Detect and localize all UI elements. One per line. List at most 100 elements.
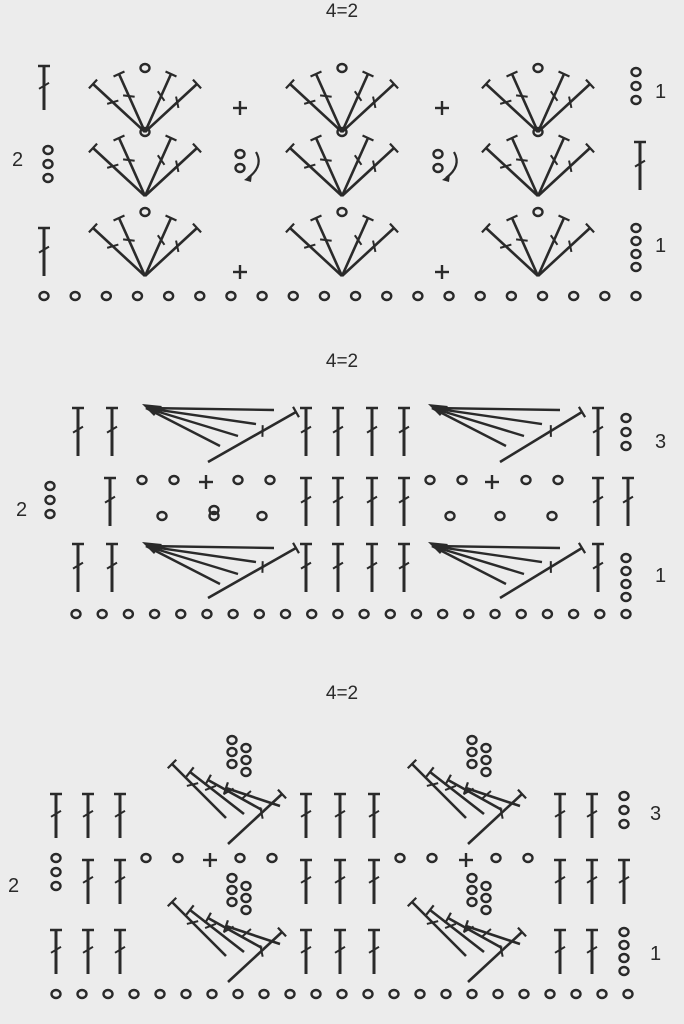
chain-stitch-icon: [240, 904, 252, 916]
chain-stitch-icon: [70, 608, 82, 620]
turn-arrow-icon: [445, 151, 458, 179]
chain-stitch-icon: [50, 880, 62, 892]
slanted-double-crochet-icon: [207, 542, 300, 600]
fan-base-icon: [142, 404, 162, 416]
chain-stitch-icon: [594, 608, 606, 620]
chain-stitch-icon: [287, 290, 299, 302]
double-crochet-icon: [300, 476, 312, 526]
slanted-double-crochet-icon: [88, 222, 146, 277]
slanted-double-crochet-icon: [506, 214, 540, 277]
double-crochet-icon: [366, 542, 378, 592]
chain-stitch-icon: [253, 608, 266, 620]
chain-stitch-icon: [505, 290, 518, 302]
chain-stitch-icon: [490, 852, 502, 864]
double-crochet-icon: [332, 406, 344, 456]
chain-stitch-icon: [206, 988, 218, 1000]
chain-stitch-icon: [100, 290, 113, 302]
double-crochet-icon: [618, 858, 630, 904]
chain-stitch-icon: [156, 510, 168, 522]
chain-stitch-icon: [226, 872, 238, 884]
chain-stitch-icon: [358, 608, 370, 620]
chain-stitch-icon: [480, 754, 492, 766]
chain-stitch-icon: [180, 988, 192, 1000]
chain-stitch-icon: [139, 206, 151, 218]
double-crochet-icon: [368, 858, 380, 904]
chain-stitch-icon: [384, 608, 396, 620]
diagram-3-row-label-right-top: 3: [650, 803, 662, 825]
chain-stitch-icon: [226, 746, 238, 758]
diagram-1-row-label-right-bottom: 1: [655, 235, 667, 257]
slanted-double-crochet-icon: [341, 78, 399, 133]
double-crochet-icon: [334, 858, 346, 904]
double-crochet-icon: [82, 792, 94, 838]
chain-stitch-icon: [42, 172, 54, 184]
slanted-double-crochet-icon: [340, 134, 374, 197]
slanted-double-crochet-icon: [310, 70, 344, 133]
chain-stitch-icon: [522, 852, 534, 864]
chain-stitch-icon: [630, 66, 642, 78]
chain-stitch-icon: [362, 988, 374, 1000]
chain-stitch-icon: [318, 290, 331, 302]
slanted-double-crochet-icon: [537, 78, 595, 133]
double-crochet-icon: [398, 542, 410, 592]
double-crochet-icon: [104, 476, 116, 526]
double-crochet-icon: [622, 476, 634, 526]
chain-stitch-icon: [332, 608, 344, 620]
diagram-1: 4=2 1 2 1: [0, 0, 684, 310]
chain-stitch-icon: [336, 206, 348, 218]
slanted-double-crochet-icon: [425, 904, 485, 954]
single-crochet-icon: [199, 475, 213, 489]
double-crochet-icon: [114, 792, 126, 838]
double-crochet-icon: [72, 542, 84, 592]
slanted-double-crochet-icon: [406, 896, 467, 957]
chain-stitch-icon: [168, 474, 180, 486]
chain-stitch-icon: [148, 608, 161, 620]
chain-stitch-icon: [162, 290, 175, 302]
double-crochet-icon: [368, 792, 380, 838]
double-crochet-icon: [334, 928, 346, 974]
chain-stitch-icon: [42, 144, 54, 156]
chain-stitch-icon: [546, 510, 558, 522]
diagram-2-row-label-right-top: 3: [655, 431, 667, 453]
chain-stitch-icon: [480, 904, 492, 916]
chain-stitch-icon: [225, 290, 237, 302]
chain-stitch-icon: [532, 126, 544, 138]
chain-stitch-icon: [618, 926, 630, 938]
double-crochet-icon: [106, 542, 118, 592]
double-crochet-icon: [634, 140, 646, 190]
slanted-double-crochet-icon: [310, 214, 344, 277]
double-crochet-icon: [300, 792, 312, 838]
fan-base-icon: [142, 542, 162, 554]
slanted-double-crochet-icon: [536, 134, 570, 197]
chain-stitch-icon: [349, 290, 362, 302]
chain-stitch-icon: [306, 608, 318, 620]
slanted-double-crochet-icon: [285, 222, 343, 277]
chain-stitch-icon: [620, 591, 632, 603]
chain-stitch-icon: [474, 290, 486, 302]
chain-stitch-icon: [410, 608, 423, 620]
double-crochet-icon: [82, 928, 94, 974]
chain-stitch-icon: [128, 988, 140, 1000]
chain-stitch-icon: [140, 852, 152, 864]
diagram-3-row-label-left-mid: 2: [8, 875, 20, 897]
chain-stitch-icon: [480, 742, 492, 754]
slanted-double-crochet-icon: [227, 788, 287, 845]
slanted-double-crochet-icon: [113, 214, 147, 277]
chain-stitch-icon: [258, 988, 270, 1000]
slanted-double-crochet-icon: [144, 222, 202, 277]
chain-stitch-icon: [240, 880, 252, 892]
double-crochet-icon: [114, 928, 126, 974]
chain-stitch-icon: [232, 474, 244, 486]
chain-stitch-icon: [630, 290, 642, 302]
slanted-double-crochet-icon: [467, 788, 527, 845]
chain-stitch-icon: [240, 766, 252, 778]
chain-stitch-icon: [50, 852, 62, 864]
single-crochet-icon: [435, 265, 449, 279]
double-crochet-icon: [50, 928, 62, 974]
chain-stitch-icon: [630, 94, 642, 106]
slanted-double-crochet-icon: [340, 214, 374, 277]
double-crochet-icon: [300, 858, 312, 904]
chain-stitch-icon: [466, 872, 478, 884]
slanted-double-crochet-icon: [113, 134, 147, 197]
chain-stitch-icon: [256, 290, 268, 302]
